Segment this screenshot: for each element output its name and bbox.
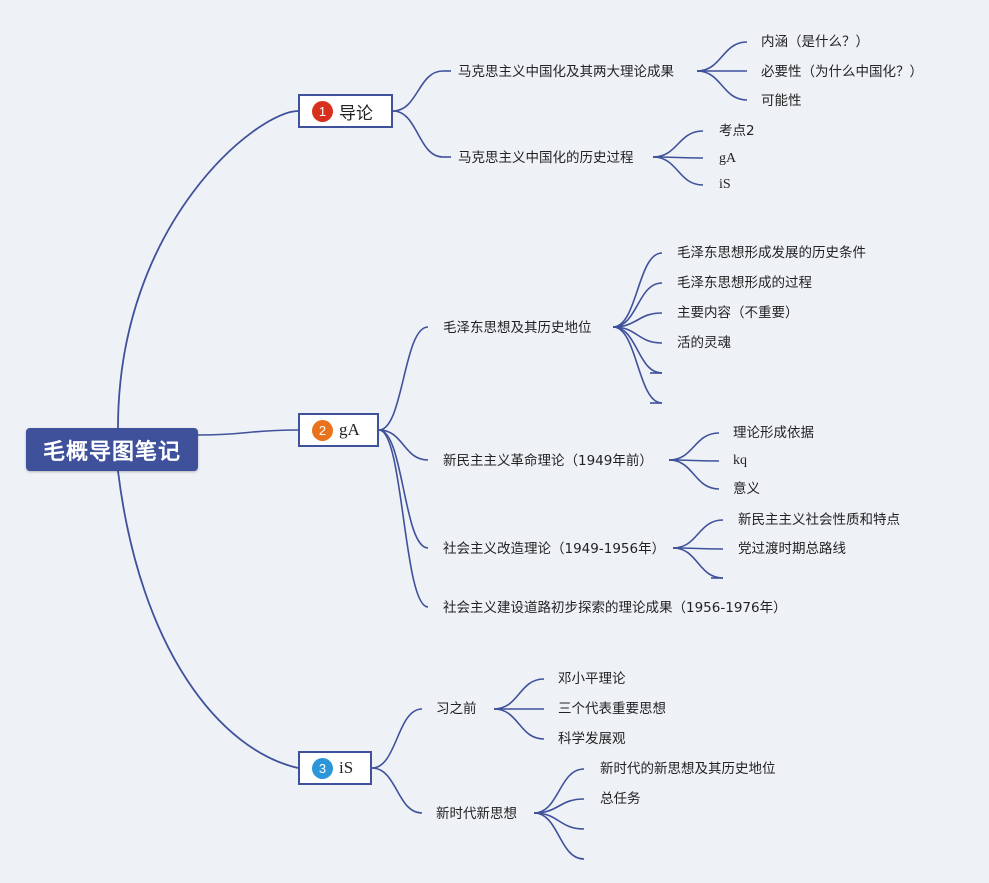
priority-3-icon: 3 [312,757,333,779]
section-label: gA [339,420,360,439]
section-node-intro[interactable]: 1 导论 [298,94,393,128]
connector [533,812,585,860]
connector [371,767,423,814]
connector [672,547,724,579]
leaf-node[interactable]: 活的灵魂 [677,335,731,351]
leaf-node[interactable]: 意义 [733,481,760,497]
section-label: iS [339,758,354,777]
connector [378,429,429,549]
leaf-node[interactable]: 党过渡时期总路线 [738,541,846,557]
leaf-node[interactable]: 必要性（为什么中国化？） [761,64,923,80]
connector [672,519,724,549]
connector [371,708,423,769]
leaf-node[interactable]: 新民主主义社会性质和特点 [738,512,900,528]
section-node-is[interactable]: 3 iS [298,751,372,785]
connector [696,70,748,101]
leaf-node[interactable]: 理论形成依据 [733,425,814,441]
topic-node[interactable]: 新民主主义革命理论（1949年前） [443,453,653,469]
root-connector-ga [197,429,299,436]
leaf-node[interactable]: 内涵（是什么？） [761,34,869,50]
connector [378,326,429,431]
leaf-node[interactable]: 科学发展观 [558,731,626,747]
connector [696,41,748,72]
topic-node[interactable]: 新时代新思想 [436,806,517,822]
leaf-node[interactable]: gA [719,151,737,166]
connector [533,768,585,814]
leaf-node[interactable]: 考点2 [719,123,755,139]
leaf-node[interactable]: 主要内容（不重要） [677,305,799,321]
connector [612,326,663,404]
connector [652,130,704,158]
connector [392,70,444,112]
connector [493,708,545,740]
leaf-node[interactable]: 毛泽东思想形成发展的历史条件 [677,245,866,261]
priority-1-icon: 1 [312,100,333,122]
topic-node[interactable]: 社会主义建设道路初步探索的理论成果（1956-1976年） [443,600,787,616]
connector [612,282,663,328]
leaf-node[interactable]: kq [733,453,747,468]
leaf-node[interactable]: 邓小平理论 [558,671,626,687]
priority-2-icon: 2 [312,419,333,441]
leaf-node[interactable]: iS [719,177,731,192]
connector [612,252,663,328]
connector [493,678,545,710]
connector [378,429,429,608]
connector [378,429,429,461]
connector [668,459,720,490]
connector [668,432,720,461]
root-node[interactable]: 毛概导图笔记 [26,428,198,471]
leaf-node[interactable]: 新时代的新思想及其历史地位 [600,761,776,777]
section-label: 导论 [339,103,373,123]
root-connector-is [117,470,299,769]
leaf-node[interactable]: 可能性 [761,93,802,109]
connector [652,156,704,186]
connector [392,110,444,158]
leaf-node[interactable]: 毛泽东思想形成的过程 [677,275,812,291]
topic-node[interactable]: 马克思主义中国化及其两大理论成果 [458,64,674,80]
leaf-node[interactable]: 三个代表重要思想 [558,701,666,717]
topic-node[interactable]: 习之前 [436,701,477,717]
section-node-ga[interactable]: 2 gA [298,413,379,447]
topic-node[interactable]: 马克思主义中国化的历史过程 [458,150,634,166]
leaf-node[interactable]: 总任务 [600,791,641,807]
topic-node[interactable]: 社会主义改造理论（1949-1956年） [443,541,666,557]
topic-node[interactable]: 毛泽东思想及其历史地位 [443,320,592,336]
root-connector-intro [117,110,299,429]
